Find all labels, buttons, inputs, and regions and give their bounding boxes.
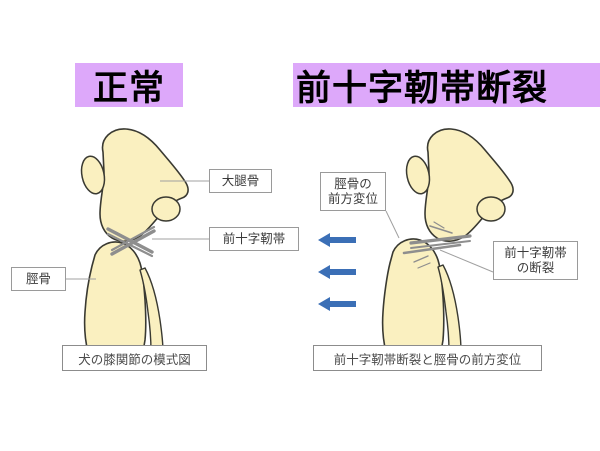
leader-acl-tear <box>439 249 494 273</box>
left-femur-bone <box>99 128 189 242</box>
left-fabella <box>80 155 106 195</box>
left-tibia-bone <box>83 241 147 353</box>
label-tibia-anterior-displacement: 脛骨の 前方変位 <box>320 172 386 211</box>
left-cruciate-ligaments <box>106 225 156 258</box>
right-panel-leader-lines <box>385 210 494 273</box>
anterior-displacement-arrows <box>318 233 356 311</box>
right-tibia-bone <box>381 238 445 353</box>
right-ruptured-ligaments <box>402 221 472 269</box>
arrow-3 <box>318 297 356 311</box>
right-femur-bone <box>424 128 514 242</box>
right-fabella <box>405 155 431 195</box>
label-tibia: 脛骨 <box>11 267 66 291</box>
leader-tibia-shift <box>385 210 400 239</box>
label-femur: 大腿骨 <box>209 169 272 193</box>
left-femur-condyle <box>151 196 181 222</box>
title-acl-rupture: 前十字靭帯断裂 <box>293 63 600 109</box>
arrow-2 <box>318 265 356 279</box>
caption-left-panel: 犬の膝関節の模式図 <box>62 345 207 371</box>
right-femur-condyle <box>476 196 506 222</box>
right-fibula-bone <box>437 264 462 353</box>
caption-right-panel: 前十字靭帯断裂と脛骨の前方変位 <box>313 345 542 371</box>
label-anterior-cruciate-ligament: 前十字靭帯 <box>209 227 299 251</box>
label-acl-rupture: 前十字靭帯 の断裂 <box>493 241 578 280</box>
left-panel-leader-lines <box>66 180 209 280</box>
left-fibula-bone <box>139 267 164 353</box>
title-normal: 正常 <box>75 63 183 109</box>
arrow-1 <box>318 233 356 247</box>
